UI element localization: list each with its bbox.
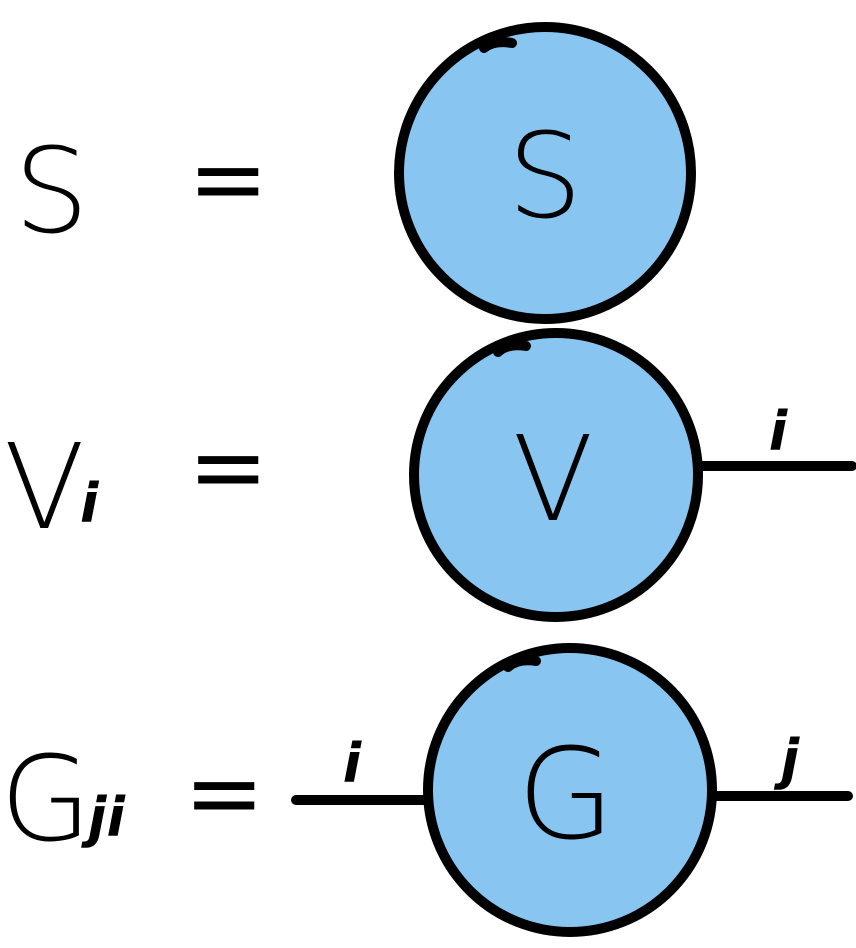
vector-node-stroke-mark [493, 340, 531, 357]
matrix-leg-right-label: j [774, 728, 801, 791]
vector-equals: = [188, 411, 268, 523]
vector-node-label: V [513, 410, 594, 548]
vector-node [409, 328, 703, 622]
scalar-symbol: S [14, 122, 89, 260]
matrix-node-stroke-mark [503, 655, 541, 672]
scalar-equals: = [188, 123, 268, 235]
matrix-subscript: ji [81, 786, 127, 849]
scalar-node-label: S [508, 107, 583, 245]
matrix-equals: = [184, 737, 264, 849]
row-matrix: G ji = G i j [0, 643, 853, 937]
matrix-node-label: G [517, 721, 615, 868]
row-scalar: S = S [14, 22, 696, 324]
scalar-node [394, 22, 696, 324]
row-vector: V i = V i [4, 328, 856, 622]
vector-symbol: V [4, 418, 85, 556]
matrix-symbol: G [0, 730, 91, 868]
matrix-node [423, 643, 717, 937]
scalar-node-stroke-mark [479, 37, 517, 53]
matrix-leg-left-label: i [343, 732, 363, 795]
vector-leg-right-label: i [769, 400, 789, 463]
vector-subscript: i [80, 472, 100, 535]
